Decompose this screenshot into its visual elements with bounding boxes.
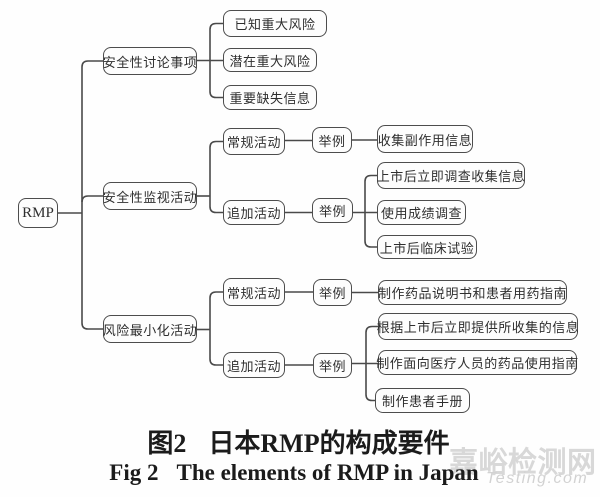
watermark-site-name: 嘉峪检测网 [449,447,597,479]
node-surveillance-routine: 常规活动 [223,128,285,155]
node-safety-surveillance: 安全性监视活动 [103,182,197,210]
watermark-url: Testing.com [486,470,589,487]
node-potential-major-risks: 潜在重大风险 [223,48,317,72]
node-provide-collected-info: 根据上市后立即提供所收集的信息 [377,313,579,340]
node-minimization-additional-example: 举例 [313,353,352,378]
figure-caption-zh: 图2 日本RMP的构成要件 [0,423,597,460]
figure-number-zh: 图2 [147,429,187,458]
node-important-missing-info: 重要缺失信息 [223,85,317,110]
node-patient-handbook: 制作患者手册 [375,388,470,413]
node-safety-discussion-items: 安全性讨论事项 [103,47,197,75]
node-hcp-drug-use-guide: 制作面向医疗人员的药品使用指南 [376,350,578,375]
node-surveillance-additional-example: 举例 [312,198,353,223]
figure-caption-en: Fig 2 The elements of RMP in Japan [0,460,588,486]
figure-title-zh: 日本RMP的构成要件 [208,429,450,458]
node-post-marketing-immediate-survey: 上市后立即调查收集信息 [377,162,525,189]
figure-number-en: Fig 2 [109,460,159,485]
node-minimization-routine-example: 举例 [313,279,352,306]
node-minimization-additional: 追加活动 [223,352,285,378]
node-rmp: RMP [18,198,58,228]
node-package-insert-patient-guide: 制作药品说明书和患者用药指南 [378,280,567,305]
node-post-marketing-clinical-trial: 上市后临床试验 [377,235,477,259]
node-collect-side-effect-info: 收集副作用信息 [377,125,473,153]
node-surveillance-routine-example: 举例 [312,127,352,153]
node-known-major-risks: 已知重大风险 [223,10,327,37]
node-use-results-survey: 使用成绩调查 [377,200,466,225]
node-risk-minimization: 风险最小化活动 [103,315,197,343]
node-minimization-routine: 常规活动 [223,278,285,306]
node-surveillance-additional: 追加活动 [223,200,285,225]
figure-title-en: The elements of RMP in Japan [176,460,479,485]
